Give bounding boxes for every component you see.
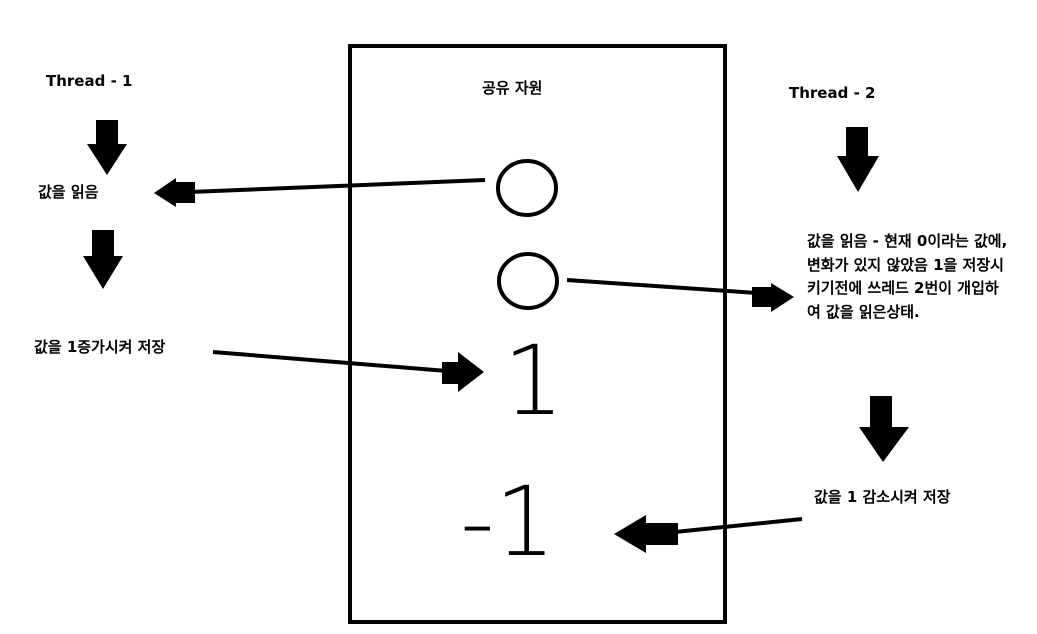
- thread2-read-label: 값을 읽음 - 현재 0이라는 값에, 변화가 있지 않았음 1을 저장시키기전…: [807, 232, 1008, 321]
- shared-value-circle-2: [497, 252, 559, 310]
- thread2-down-arrow-2: [859, 396, 909, 462]
- thread1-down-arrow-1: [87, 120, 127, 175]
- thread2-title: Thread - 2: [789, 84, 876, 102]
- shared-resource-title: 공유 자원: [482, 79, 543, 97]
- thread1-down-arrow-2: [83, 230, 123, 289]
- thread1-increment-label: 값을 1증가시켜 저장: [34, 338, 166, 356]
- shared-value-minus-one: -1: [460, 466, 556, 578]
- thread1-title: Thread - 1: [46, 72, 133, 90]
- shared-value-circle-1: [496, 159, 558, 217]
- shared-value-one: 1: [503, 325, 565, 437]
- read-arrow-thread1: [154, 178, 486, 207]
- thread2-down-arrow-1: [837, 127, 879, 192]
- thread1-read-label: 값을 읽음: [38, 183, 99, 201]
- decrement-arrow: [614, 515, 803, 553]
- thread2-decrement-label: 값을 1 감소시켜 저장: [814, 488, 951, 506]
- increment-arrow: [212, 350, 484, 392]
- read-arrow-thread2: [566, 278, 794, 312]
- shared-resource-box: [348, 44, 727, 624]
